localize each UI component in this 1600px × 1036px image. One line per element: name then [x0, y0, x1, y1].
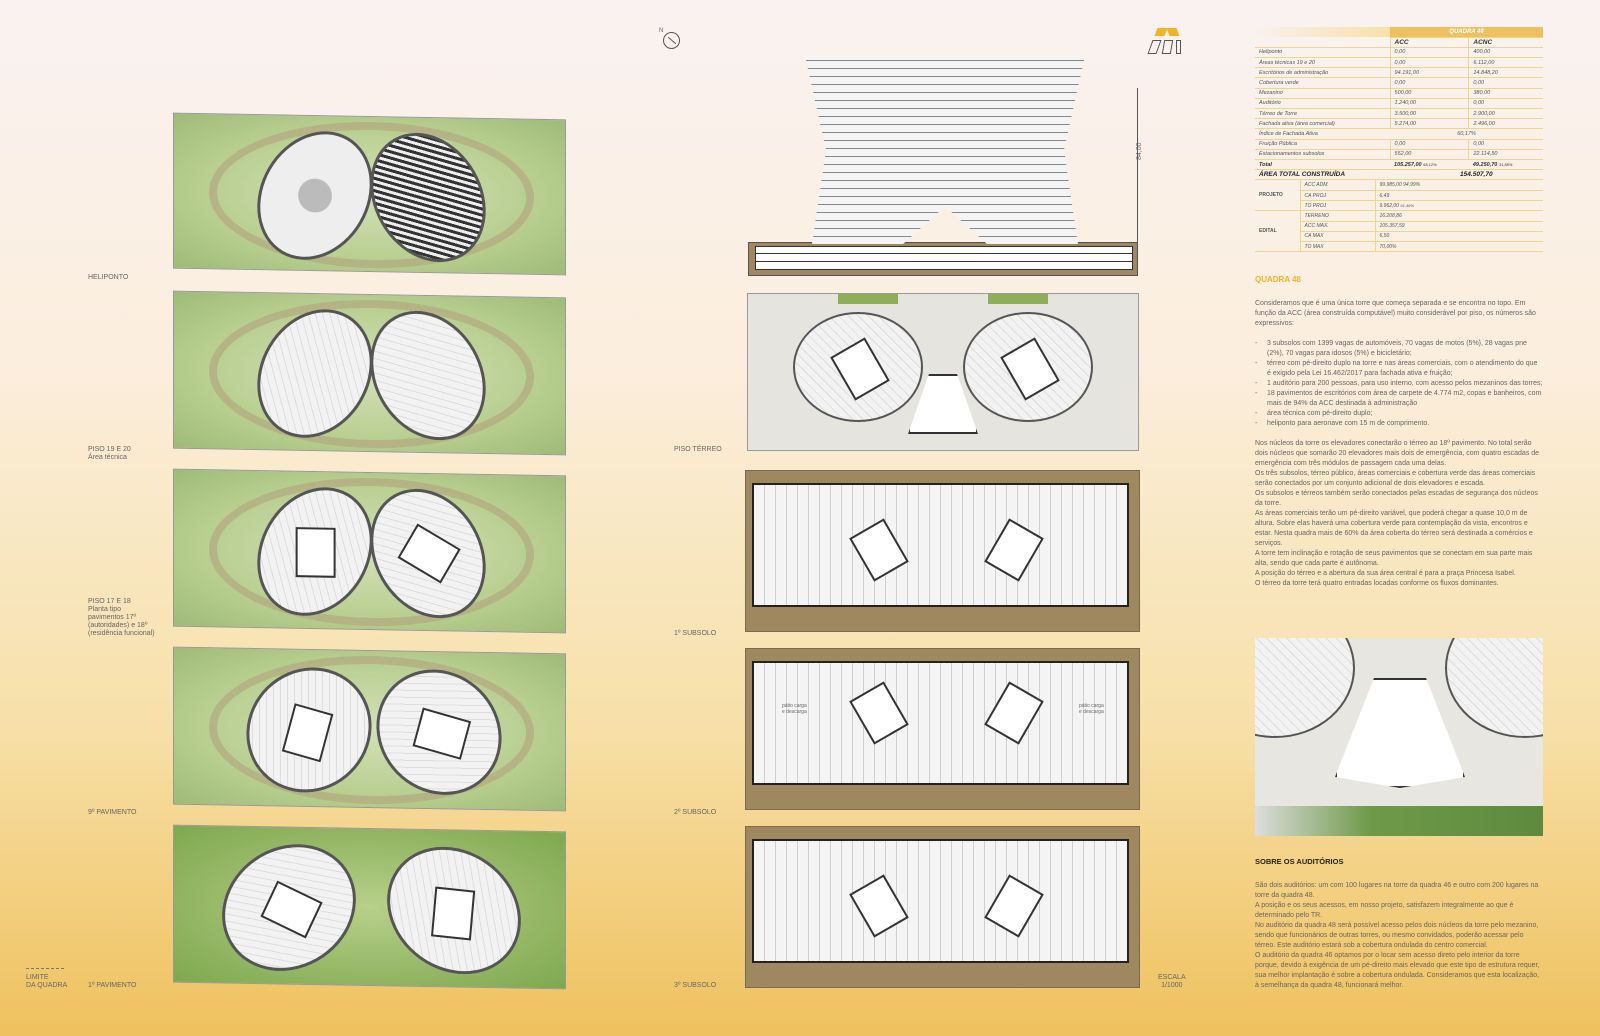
bullet-item: -18 pavimentos de escritórios com área d…	[1255, 390, 1542, 407]
legend-limite-quadra: LIMITE DA QUADRA	[26, 974, 68, 989]
table-cell-value: 500,00	[1389, 88, 1469, 99]
table-cell-value: 552,00	[1389, 149, 1469, 160]
table-cell-value: 0,00	[1389, 139, 1469, 150]
label-2-subsolo: 2º SUBSOLO	[674, 809, 717, 816]
plan-1-subsolo	[745, 470, 1140, 632]
table-cell-label: Fachada ativa (área comercial)	[1255, 118, 1391, 130]
area-total-label: ÁREA TOTAL CONSTRUÍDA	[1255, 169, 1391, 181]
quadra-title: QUADRA 48	[1255, 275, 1301, 284]
table-cell-label: Fruição Pública	[1255, 139, 1391, 150]
table-cell-value: 0,00	[1389, 47, 1469, 59]
col-acnc: ACNC	[1468, 37, 1543, 48]
plan-piso-17-18	[173, 468, 566, 634]
subsolo-note-right: pátio carga e descarga	[1079, 703, 1104, 715]
plan-9-pavimento	[173, 646, 566, 812]
auditorium-plan-image	[1255, 638, 1543, 836]
label-1-subsolo: 1º SUBSOLO	[674, 630, 717, 637]
projeto-label: PROJETO	[1255, 180, 1301, 212]
elevation-height-dimension: 84,00	[1136, 142, 1143, 160]
col-acc: ACC	[1389, 37, 1469, 48]
label-3-subsolo: 3º SUBSOLO	[674, 982, 717, 989]
bullet-item: -1 auditório para 200 pessoas, para uso …	[1255, 380, 1543, 387]
table-title: QUADRA 48	[1390, 27, 1543, 38]
table-cell-value: 400,00	[1468, 47, 1543, 59]
scale-label: ESCALA 1/1000	[1158, 974, 1186, 989]
table-cell-value: 1.240,00	[1389, 98, 1469, 110]
table-cell-label: Estacionamentos subsolos	[1255, 149, 1391, 160]
table-cell-value: 3.500,00	[1389, 108, 1469, 120]
table-cell-label: Cobertura verde	[1255, 77, 1391, 89]
label-piso-17-18: PISO 17 E 18 Planta tipo pavimentos 17º …	[88, 598, 155, 637]
table-cell-label: Auditório	[1255, 98, 1391, 110]
plan-piso-19-20	[173, 290, 566, 456]
quadra-intro: Consideramos que é uma única torre que c…	[1255, 300, 1536, 327]
label-heliponto: HELIPONTO	[88, 274, 129, 281]
table-cell-value: 0,00	[1468, 139, 1543, 150]
plan-1-pavimento	[173, 824, 566, 990]
table-cell-value: 94.191,00	[1389, 67, 1469, 79]
table-cell-value: 380,00	[1468, 88, 1543, 99]
table-cell-label: Heliponto	[1255, 47, 1391, 59]
edital-label: EDITAL	[1255, 210, 1301, 253]
quadra-body: Nos núcleos da torre os elevadores conec…	[1255, 440, 1540, 587]
table-cell-label: Mezanino	[1255, 88, 1391, 99]
legend-dashed-line	[26, 968, 64, 969]
table-cell-label: Escritórios de administração	[1255, 67, 1391, 79]
bullet-item: -área técnica com pé-direito duplo;	[1255, 410, 1373, 417]
north-arrow-icon	[663, 32, 680, 49]
table-cell-value: 0,00	[1468, 98, 1543, 110]
quadra-bullets: -3 subsolos com 1399 vagas de automóveis…	[1255, 339, 1543, 429]
auditorios-body: São dois auditórios: um com 100 lugares …	[1255, 882, 1540, 989]
table-cell-value: 6.112,00	[1468, 57, 1543, 69]
label-1-pavimento: 1º PAVIMENTO	[88, 982, 137, 989]
bullet-item: -heliponto para aeronave com 15 m de com…	[1255, 420, 1430, 427]
table-cell-value: 14.848,20	[1468, 67, 1543, 79]
table-cell-value: 0,00	[1389, 57, 1469, 69]
elevation-drawing	[745, 50, 1140, 278]
bullet-item: -3 subsolos com 1399 vagas de automóveis…	[1255, 340, 1527, 357]
plan-2-subsolo: pátio carga e descarga pátio carga e des…	[745, 648, 1140, 810]
plan-heliponto	[173, 112, 566, 276]
table-cell-value: 22.114,50	[1468, 149, 1543, 160]
subsolo-note-left: pátio carga e descarga	[782, 703, 807, 715]
label-piso-19-20: PISO 19 E 20 Área técnica	[88, 446, 131, 461]
label-piso-terreo: PISO TÉRREO	[674, 446, 722, 453]
north-label: N	[659, 28, 664, 34]
auditorios-title: SOBRE OS AUDITÓRIOS	[1255, 857, 1344, 866]
area-total-value: 154.507,70	[1390, 169, 1543, 181]
table-cell-value: 2.496,00	[1468, 118, 1543, 130]
table-cell-value: 2.900,00	[1468, 108, 1543, 120]
plan-3-subsolo	[745, 826, 1140, 988]
label-9-pavimento: 9º PAVIMENTO	[88, 809, 137, 816]
table-cell-label: Áreas técnicas 19 e 20	[1255, 57, 1391, 69]
building-3d-icon	[1147, 28, 1184, 56]
table-cell-label: Térreo de Torre	[1255, 108, 1391, 120]
bullet-item: -térreo com pé-direito duplo na torre e …	[1255, 360, 1538, 377]
table-cell-value: 0,00	[1389, 77, 1469, 89]
edital-row: ACC MAX.105.357,59	[1255, 221, 1543, 232]
plan-piso-terreo	[747, 293, 1139, 451]
table-cell-value: 0,00	[1468, 77, 1543, 89]
table-cell-value: 5.274,00	[1389, 118, 1469, 130]
